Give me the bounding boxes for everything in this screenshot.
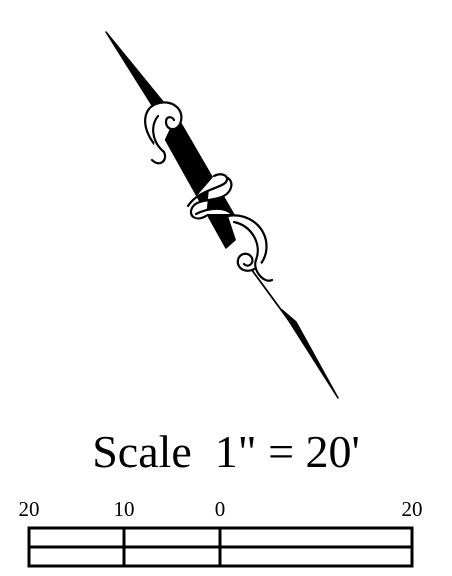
north-arrow-middle-scroll bbox=[186, 173, 234, 220]
north-arrow-upper-scroll bbox=[144, 101, 183, 165]
scale-tick-label: 20 bbox=[18, 497, 40, 521]
scale-tick-label: 20 bbox=[401, 497, 423, 521]
scale-bar bbox=[27, 526, 414, 568]
north-arrow-icon bbox=[105, 31, 339, 399]
north-arrow-lower-needle bbox=[281, 309, 339, 399]
scale-caption: Scale 1" = 20' bbox=[92, 426, 360, 477]
scale-tick-label: 10 bbox=[113, 497, 135, 521]
north-arrow-lower-scroll bbox=[226, 214, 274, 282]
scale-tick-label: 0 bbox=[214, 497, 226, 521]
